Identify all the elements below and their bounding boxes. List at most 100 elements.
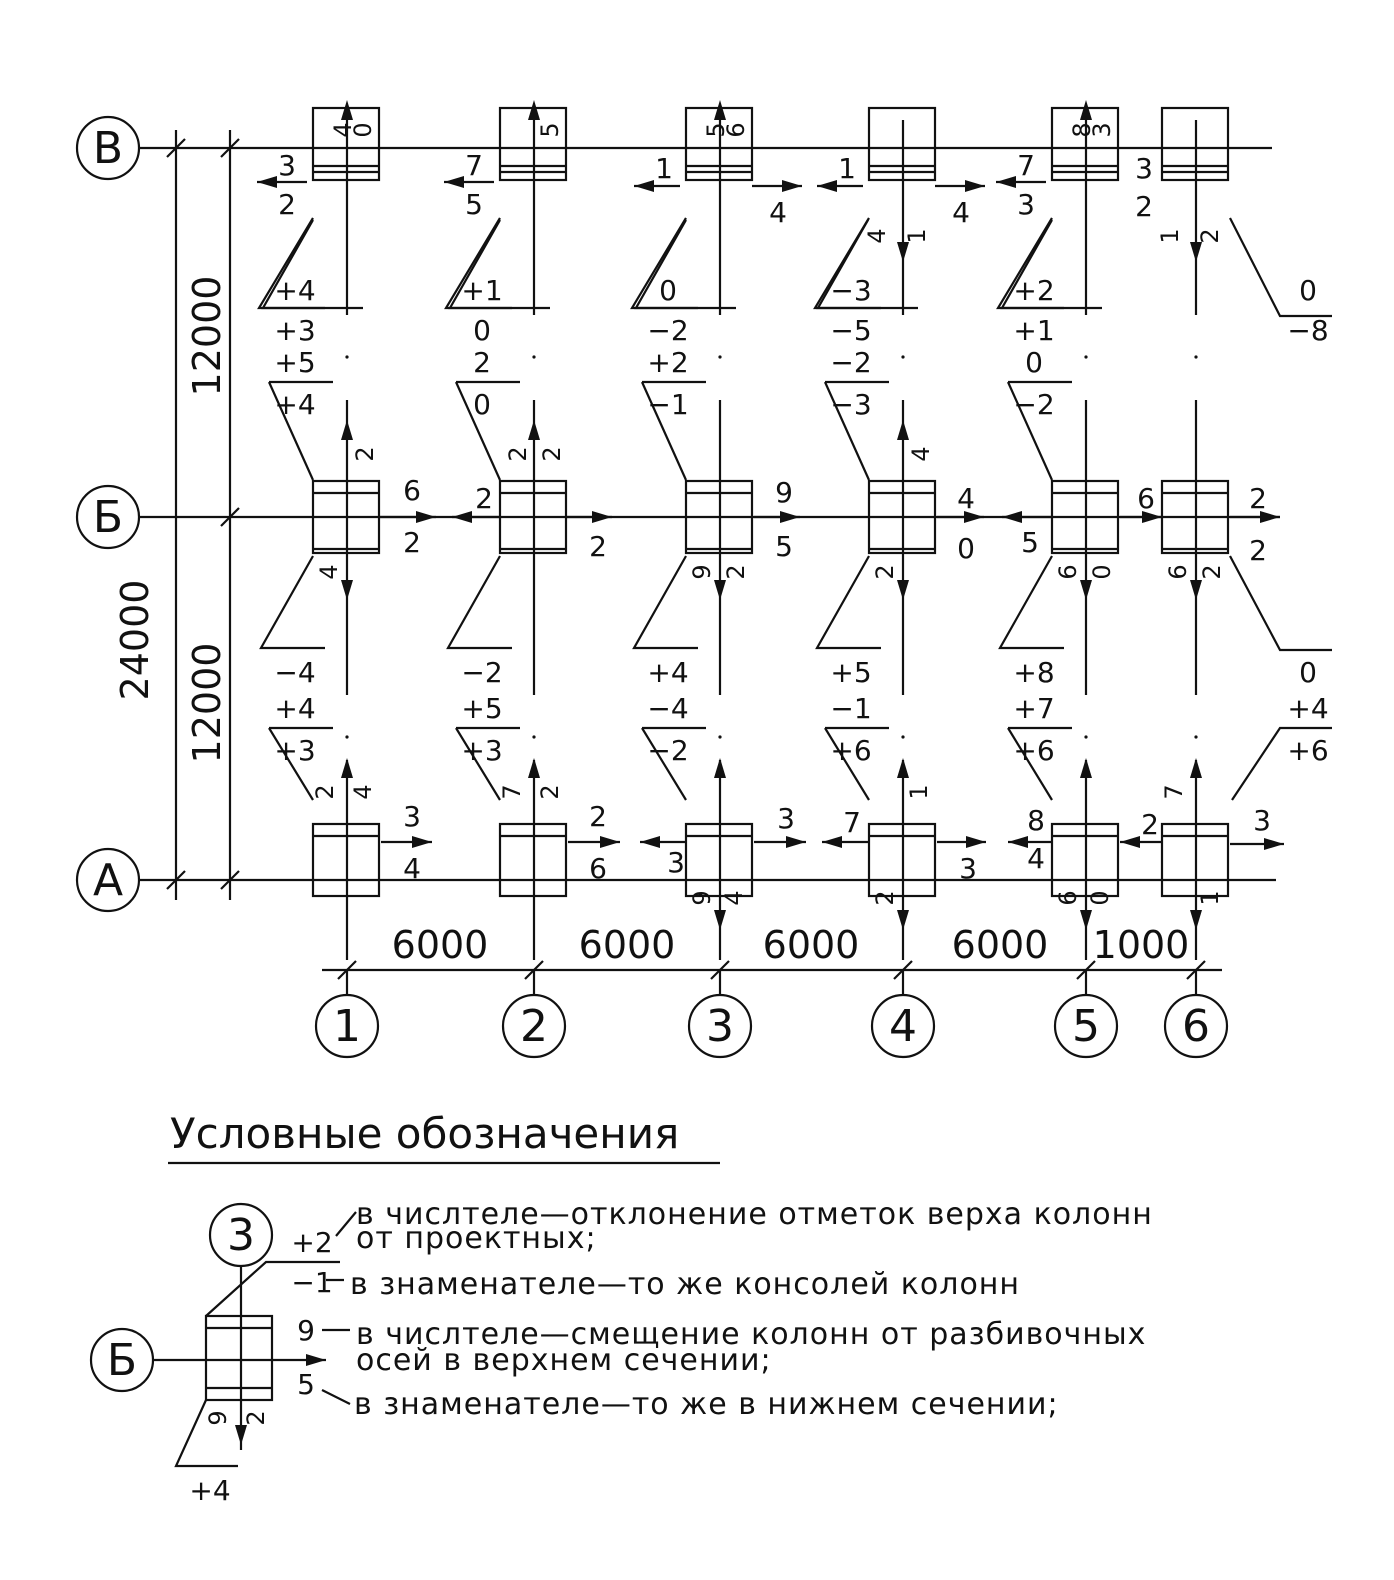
arrowhead	[714, 758, 726, 778]
arrowhead	[235, 1425, 247, 1445]
shift-b-side: 2	[589, 530, 607, 563]
axis-v-label: В	[93, 123, 123, 174]
arrowhead	[897, 420, 909, 440]
arrowhead	[1080, 758, 1092, 778]
shift-v-side-top: 3	[1135, 152, 1153, 185]
axis-dot	[901, 355, 905, 359]
shift-a-bot-a: 9	[688, 890, 716, 905]
elev-v-den: −8	[1287, 314, 1328, 347]
leader-a-6	[1231, 726, 1332, 801]
shift-v-bot-b: 1	[903, 228, 931, 243]
value-labels: +4+3+5+4−4+4+3+1020−2+5+30−2+2−1+4−4−2−3…	[274, 122, 1328, 905]
arrowhead	[1080, 580, 1092, 600]
shift-a-bot-a: 6	[1054, 890, 1082, 905]
legend-axis-row-label: Б	[107, 1335, 137, 1386]
arrowhead	[528, 420, 540, 440]
arrowhead	[897, 758, 909, 778]
arrowhead	[341, 758, 353, 778]
legend-pointer	[321, 1389, 351, 1405]
elev-v-num: +4	[274, 274, 315, 307]
shift-b-top-b: 2	[538, 446, 566, 461]
arrowhead	[897, 580, 909, 600]
shift-b-side: 0	[957, 532, 975, 565]
elev-b-top-num: 0	[1025, 346, 1043, 379]
axis-dot	[532, 355, 536, 359]
shift-b-top-a: 2	[504, 446, 532, 461]
elev-v-num: 0	[1299, 274, 1317, 307]
arrowhead	[1190, 580, 1202, 600]
arrowhead	[964, 511, 984, 523]
arrowhead	[966, 836, 986, 848]
axis-dot	[901, 735, 905, 739]
arrowhead	[1190, 910, 1202, 930]
leader-a-5	[1007, 727, 1053, 801]
column-a-4	[867, 822, 937, 898]
shift-b-bot-a: 2	[871, 564, 899, 579]
axis-col-2-label: 2	[520, 1001, 548, 1052]
arrowhead	[528, 758, 540, 778]
shift-a-side: 3	[1253, 804, 1271, 837]
elev-v-num: −3	[830, 274, 871, 307]
axis-dot	[1084, 735, 1088, 739]
leader-a-3	[641, 727, 687, 801]
shift-b-side: 4	[957, 482, 975, 515]
elev-b-bot-num: −4	[274, 656, 315, 689]
shift-b-side: 2	[1249, 482, 1267, 515]
axis-dot	[345, 735, 349, 739]
elev-a-num: +3	[274, 734, 315, 767]
elev-b-bot-num: −2	[461, 656, 502, 689]
legend-shift-bot: 5	[297, 1368, 315, 1401]
legend-shift-down-a: 9	[204, 1410, 232, 1425]
elev-v-den: 0	[473, 314, 491, 347]
shift-v-side-top: 1	[838, 152, 856, 185]
legend-text-1b: от проектных;	[356, 1221, 597, 1256]
shift-a-bot-a: 2	[871, 890, 899, 905]
legend-elev-den: −1	[291, 1266, 332, 1299]
shift-a-top-a: 2	[311, 784, 339, 799]
arrowhead	[444, 176, 464, 188]
elev-b-top-num: +2	[647, 346, 688, 379]
shift-v-top-a: 5	[702, 122, 730, 137]
dim-span-3: 6000	[763, 923, 860, 967]
arrowhead	[412, 836, 432, 848]
legend-text-2: в знаменателе—то же консолей колонн	[350, 1267, 1020, 1302]
shift-v-top-b: 6	[722, 122, 750, 137]
elev-v-num: 0	[659, 274, 677, 307]
elev-b-top-den: −2	[1013, 388, 1054, 421]
arrowhead	[592, 511, 612, 523]
arrowhead	[341, 100, 353, 120]
axis-col-6-label: 6	[1182, 1001, 1210, 1052]
legend-bottom-val: +4	[189, 1474, 230, 1507]
axis-dot	[1194, 355, 1198, 359]
shift-b-bot-a: 4	[315, 564, 343, 579]
shift-b-top-b: 2	[351, 446, 379, 461]
shift-v-side-bot: 2	[1135, 190, 1153, 223]
elev-b-bot-num: +8	[1013, 656, 1054, 689]
elev-b-bot-den: +5	[461, 692, 502, 725]
shift-b-bot-a: 6	[1054, 564, 1082, 579]
leader-b-bot-2	[446, 555, 512, 650]
column-b-4	[867, 479, 937, 555]
leader-a-2	[455, 727, 501, 801]
axis-col-1-label: 1	[333, 1001, 361, 1052]
shift-v-bot-a: 4	[863, 228, 891, 243]
elev-v-den: +1	[1013, 314, 1054, 347]
dimension-tick	[220, 507, 240, 527]
shift-a-top-a: 7	[1160, 784, 1188, 799]
arrowhead	[780, 511, 800, 523]
column-a-1	[311, 822, 381, 898]
dimension-tick	[220, 138, 240, 158]
column-b-1	[311, 479, 381, 555]
arrowhead	[1260, 511, 1280, 523]
column-a-2	[498, 822, 568, 898]
elev-a-num: +6	[1013, 734, 1054, 767]
legend-elev-num: +2	[291, 1226, 332, 1259]
dim-span-1: 6000	[392, 923, 489, 967]
elev-b-bot-den: −1	[830, 692, 871, 725]
dimension-tick	[166, 870, 186, 890]
shift-b-side: 2	[1249, 534, 1267, 567]
arrowhead	[1002, 511, 1022, 523]
arrowhead	[1080, 100, 1092, 120]
shift-a-side: 2	[1141, 808, 1159, 841]
